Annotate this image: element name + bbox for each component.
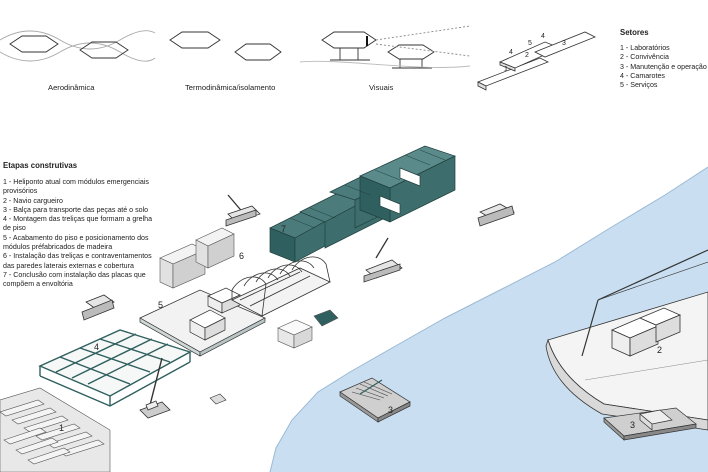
- stage4-truss-grid: [38, 329, 192, 407]
- scene-number-6: 6: [239, 251, 245, 261]
- stage7-envelope-ribs: [289, 149, 446, 229]
- scene-number-3-center: 3: [388, 405, 394, 415]
- barge-right: [603, 407, 697, 441]
- bulldozer-left: [81, 294, 115, 321]
- stages-title: Etapas construtivas: [3, 161, 78, 170]
- stage5-platform: [139, 287, 266, 357]
- aerodynamics-diagram: [0, 30, 156, 62]
- stage-item: 7 - Conclusão com instalação das placas …: [3, 270, 146, 289]
- sector-item: 1 - Laboratórios: [620, 44, 670, 52]
- small-machine: [209, 393, 227, 405]
- scene-number-7: 7: [281, 224, 287, 234]
- stage7-envelope-modules: [269, 145, 456, 263]
- crane-right: [363, 237, 403, 283]
- stage-item: 3 - Balça para transporte das peças até …: [3, 205, 149, 214]
- sector-plan-diagram: [477, 31, 596, 91]
- sector-item: 3 - Manutenção e operação: [620, 62, 707, 71]
- thermodynamics-diagram: [169, 31, 282, 61]
- plan-number-1: 1: [504, 66, 508, 73]
- barge-center: [339, 377, 411, 423]
- stage6-arched-trusses: [231, 256, 331, 317]
- plan-number-4b: 4: [541, 33, 545, 40]
- bulldozer-right: [477, 203, 515, 227]
- stages-list: 1 - Heliponto atual com módulos emergenc…: [3, 178, 161, 290]
- visuals-caption: Visuais: [369, 83, 394, 92]
- stage-item: 1 - Heliponto atual com módulos emergenc…: [3, 178, 149, 196]
- crane-stage4: [139, 357, 171, 419]
- stage-item: 2 - Navio cargueiro: [3, 196, 63, 205]
- riverbank-line: [269, 166, 708, 472]
- thermodynamics-caption: Termodinâmica/isolamento: [185, 83, 276, 92]
- plan-number-3: 3: [562, 40, 566, 47]
- scene-number-4: 4: [94, 342, 100, 352]
- scene-number-1: 1: [59, 423, 65, 433]
- stage-item: 4 - Montagem das treliças que formam a g…: [3, 215, 153, 233]
- stage1-container-modules: [0, 387, 111, 472]
- aerodynamics-caption: Aerodinâmica: [48, 83, 95, 92]
- stage-item: 6 - Instalação das treliças e contravent…: [3, 252, 152, 270]
- scene-number-3-right: 3: [630, 420, 636, 430]
- scene-number-5: 5: [158, 300, 164, 310]
- visuals-diagram: [299, 25, 471, 69]
- scene-number-2: 2: [657, 345, 663, 355]
- sector-item: 2 - Convivência: [620, 53, 669, 62]
- loose-containers: [159, 227, 235, 289]
- plan-number-2: 2: [525, 52, 529, 59]
- sector-item: 5 - Serviços: [620, 81, 658, 90]
- sector-item: 4 - Camarotes: [620, 71, 665, 80]
- stage-item: 5 - Acabamento do piso e posicionamento …: [3, 233, 149, 252]
- plan-number-4: 4: [509, 49, 513, 56]
- sectors-list: 1 - Laboratórios 2 - Convivência 3 - Man…: [620, 44, 707, 90]
- crane-upper: [225, 194, 261, 227]
- plan-number-5: 5: [528, 40, 532, 47]
- isolated-module: [277, 309, 339, 349]
- sectors-title: Setores: [620, 28, 649, 37]
